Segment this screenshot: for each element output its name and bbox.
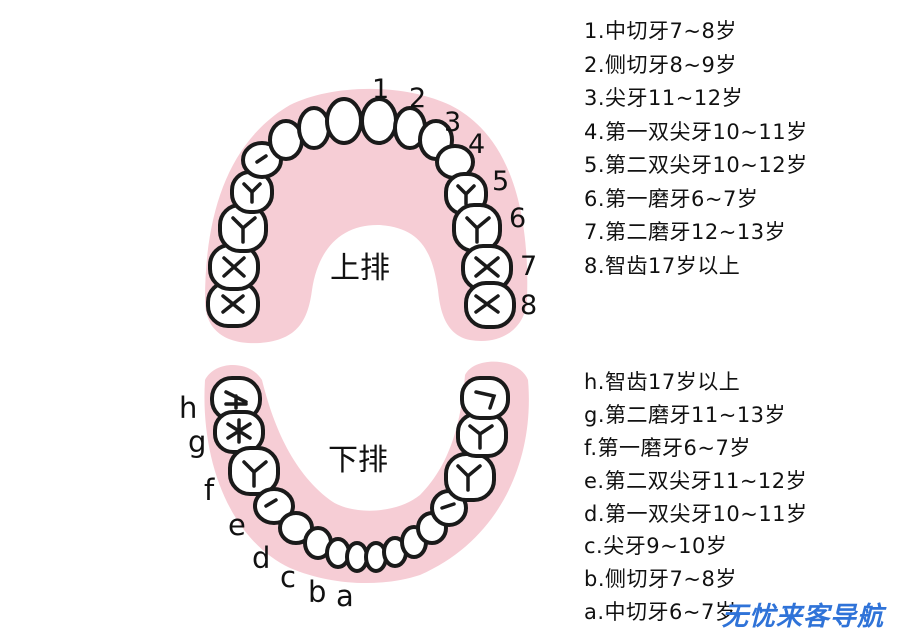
lower-letter-label-f: f xyxy=(204,473,215,507)
upper-left-tooth-2 xyxy=(297,106,331,150)
lower-letter-label-b: b xyxy=(308,575,326,609)
upper-legend-item-2: 2.侧切牙8~9岁 xyxy=(584,52,737,77)
upper-number-label-4: 4 xyxy=(468,129,485,160)
lower-legend-item-c: c.尖牙9~10岁 xyxy=(584,534,728,559)
lower-letter-label-h: h xyxy=(179,391,197,425)
upper-number-label-2: 2 xyxy=(409,83,426,114)
upper-number-label-6: 6 xyxy=(509,203,526,234)
upper-legend-item-5: 5.第二双尖牙10~12岁 xyxy=(584,153,808,177)
lower-legend-item-f: f.第一磨牙6~7岁 xyxy=(584,435,751,460)
lower-right-tooth-g xyxy=(456,412,508,458)
lower-right-tooth-f xyxy=(444,452,496,502)
upper-number-label-1: 1 xyxy=(372,74,389,105)
lower-right-tooth-h xyxy=(460,376,510,420)
upper-legend-item-7: 7.第二磨牙12~13岁 xyxy=(584,220,787,244)
upper-legend-item-8: 8.智齿17岁以上 xyxy=(584,253,741,278)
lower-letter-label-c: c xyxy=(280,560,296,594)
lower-letter-label-a: a xyxy=(336,579,354,613)
upper-number-label-7: 7 xyxy=(520,251,537,282)
lower-left-tooth-e xyxy=(253,487,295,525)
lower-legend-item-g: g.第二磨牙11~13岁 xyxy=(584,402,787,427)
lower-legend-item-e: e.第二双尖牙11~12岁 xyxy=(584,468,808,493)
upper-grooves xyxy=(221,154,500,314)
lower-legend-item-b: b.侧切牙7~8岁 xyxy=(584,567,737,592)
upper-legend-item-3: 3.尖牙11~12岁 xyxy=(584,86,744,110)
upper-right-tooth-1 xyxy=(360,97,398,145)
upper-number-labels: 1 2 3 4 5 6 7 8 xyxy=(372,74,537,321)
upper-legend-item-4: 4.第一双尖牙10~11岁 xyxy=(584,119,808,144)
upper-legend-item-6: 6.第一磨牙6~7岁 xyxy=(584,186,759,211)
lower-teeth xyxy=(210,376,510,573)
upper-number-label-3: 3 xyxy=(444,107,461,138)
upper-arch-label: 上排 xyxy=(330,251,390,286)
lower-letter-label-g: g xyxy=(188,425,206,459)
lower-legend-item-d: d.第一双尖牙10~11岁 xyxy=(584,501,808,526)
upper-legend-item-1: 1.中切牙7~8岁 xyxy=(584,19,737,43)
lower-arch-label: 下排 xyxy=(328,443,388,478)
lower-letter-label-e: e xyxy=(228,508,246,542)
lower-letter-label-d: d xyxy=(252,541,270,575)
lower-letter-labels: h g f e d c b a xyxy=(179,391,354,613)
upper-legend: 1.中切牙7~8岁 2.侧切牙8~9岁 3.尖牙11~12岁 4.第一双尖牙10… xyxy=(584,15,808,283)
upper-left-tooth-1 xyxy=(325,97,363,145)
watermark-logo: 无忧来客导航 xyxy=(722,602,885,632)
lower-legend-item-h: h.智齿17岁以上 xyxy=(584,370,741,394)
upper-number-label-8: 8 xyxy=(520,290,537,321)
lower-legend: h.智齿17岁以上 g.第二磨牙11~13岁 f.第一磨牙6~7岁 e.第二双尖… xyxy=(584,366,808,629)
lower-legend-item-a: a.中切牙6~7岁 xyxy=(584,600,737,625)
upper-number-label-5: 5 xyxy=(492,166,509,197)
lower-grooves xyxy=(224,390,497,510)
